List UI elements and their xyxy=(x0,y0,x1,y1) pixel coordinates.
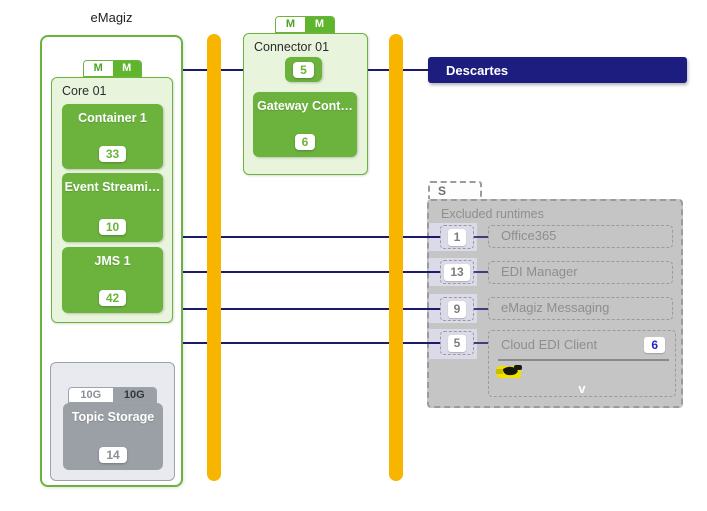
expand-chevron-icon[interactable]: v xyxy=(578,381,586,396)
connector-title: Connector 01 xyxy=(254,40,330,54)
descartes-label: Descartes xyxy=(446,62,509,78)
gateway-container-box[interactable]: Gateway Cont… 6 xyxy=(253,92,357,157)
runtime-title: Event Streami… xyxy=(64,180,161,194)
flow-count-badge: 5 xyxy=(293,61,314,78)
connector-runtime-box[interactable]: 5 xyxy=(285,57,322,82)
runtime-title: Container 1 xyxy=(78,111,147,125)
row-connector-line xyxy=(474,308,488,310)
excluded-row-count: 13 xyxy=(444,263,470,281)
topic-count-badge: 14 xyxy=(99,447,127,463)
core-title: Core 01 xyxy=(62,84,107,98)
connection-line xyxy=(183,236,440,238)
topic-storage-tab[interactable]: 10G 10G xyxy=(68,387,157,403)
connection-line xyxy=(183,308,440,310)
descartes-system-bar[interactable]: Descartes xyxy=(428,57,687,83)
flow-count-badge: 42 xyxy=(98,290,127,306)
topic-tab-left[interactable]: 10G xyxy=(69,388,113,402)
runtime-container-1[interactable]: Container 1 33 xyxy=(62,104,163,169)
excluded-row-label: Cloud EDI Client xyxy=(501,337,598,352)
runtime-event-streaming[interactable]: Event Streami… 10 xyxy=(62,173,163,242)
excluded-row-label: Office365 xyxy=(501,228,557,243)
excluded-row-badge-box[interactable]: 5 xyxy=(440,331,474,355)
excluded-row-count: 9 xyxy=(447,300,467,318)
connection-line xyxy=(183,271,440,273)
excluded-row-label: eMagiz Messaging xyxy=(501,300,610,315)
connection-line xyxy=(183,342,440,344)
runtime-jms[interactable]: JMS 1 42 xyxy=(62,247,163,313)
bus-bar-right xyxy=(389,34,403,481)
runtime-title: JMS 1 xyxy=(94,254,131,268)
runtime-title: Gateway Cont… xyxy=(257,99,353,113)
excluded-panel-tab-s[interactable]: S xyxy=(428,181,482,199)
cloud-edi-count-badge: 6 xyxy=(644,337,665,353)
excluded-row-label-box[interactable]: eMagiz Messaging xyxy=(488,297,673,320)
flow-count-badge: 33 xyxy=(98,146,127,162)
topic-storage-title: Topic Storage xyxy=(71,410,155,424)
excluded-row-label-box[interactable]: EDI Manager xyxy=(488,261,673,284)
cloud-edi-logo-icon xyxy=(496,363,524,379)
excluded-row-label-box[interactable]: Office365 xyxy=(488,225,673,248)
emagiz-cloud-label: eMagiz xyxy=(90,10,133,25)
machine-tab-left[interactable]: M xyxy=(276,17,305,32)
excluded-row-badge-box[interactable]: 13 xyxy=(440,260,474,284)
bus-bar-left xyxy=(207,34,221,481)
flow-count-badge: 10 xyxy=(98,219,127,235)
row-connector-line xyxy=(474,271,488,273)
excluded-row-badge-box[interactable]: 9 xyxy=(440,297,474,321)
topic-storage-box[interactable]: Topic Storage 14 xyxy=(63,403,163,470)
excluded-row-badge-box[interactable]: 1 xyxy=(440,225,474,249)
cloud-edi-divider xyxy=(498,359,669,361)
topic-tab-right[interactable]: 10G xyxy=(112,388,156,402)
excluded-row-count: 5 xyxy=(447,334,467,352)
flow-count-badge: 6 xyxy=(294,134,316,150)
machine-tab-right[interactable]: M xyxy=(112,61,141,76)
machine-tab-right[interactable]: M xyxy=(305,17,334,32)
machine-tab-left[interactable]: M xyxy=(84,61,113,76)
excluded-runtimes-title: Excluded runtimes xyxy=(441,207,544,221)
excluded-row-label: EDI Manager xyxy=(501,264,578,279)
excluded-row-label-box-cloud-edi[interactable]: Cloud EDI Client 6 v xyxy=(488,330,676,397)
row-connector-line xyxy=(474,236,488,238)
machine-tab[interactable]: M M xyxy=(83,60,142,77)
excluded-row-count: 1 xyxy=(447,228,467,246)
connector-machine-tab[interactable]: M M xyxy=(275,16,335,33)
row-connector-line xyxy=(474,342,488,344)
